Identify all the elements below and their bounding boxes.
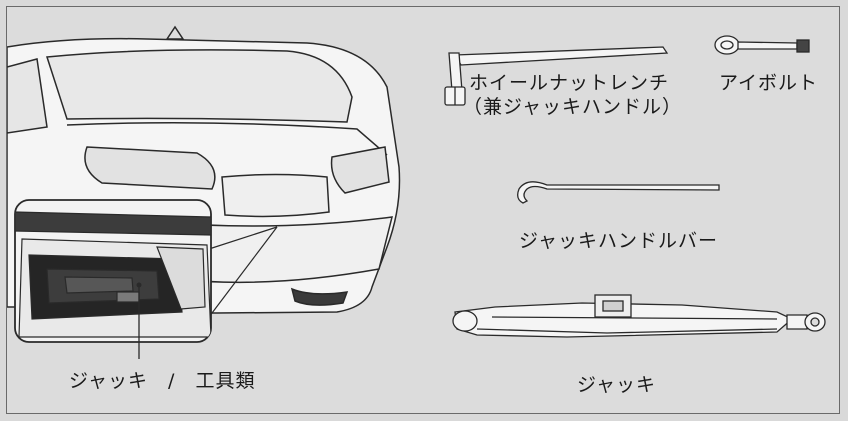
eye-bolt-icon xyxy=(714,35,810,55)
jack-handle-bar-icon xyxy=(517,181,720,204)
trunk-inset xyxy=(14,199,212,359)
illustration-frame: ホイールナットレンチ （兼ジャッキハンドル） アイボルト ジャッキハンドルバー … xyxy=(6,6,840,414)
jack-icon xyxy=(452,294,826,338)
eye-bolt-label: アイボルト xyxy=(719,72,819,94)
callout-lines xyxy=(208,226,278,318)
tools-illustration xyxy=(7,25,826,359)
wheel-nut-wrench-label: ホイールナットレンチ xyxy=(469,72,670,94)
wheel-nut-wrench-icon xyxy=(444,46,669,106)
jack-handle-bar-label: ジャッキハンドルバー xyxy=(519,230,719,252)
wheel-nut-wrench-sublabel: （兼ジャッキハンドル） xyxy=(463,96,683,118)
jack-label: ジャッキ xyxy=(577,374,657,396)
jack-tool-location-label: ジャッキ / 工具類 xyxy=(69,370,256,392)
